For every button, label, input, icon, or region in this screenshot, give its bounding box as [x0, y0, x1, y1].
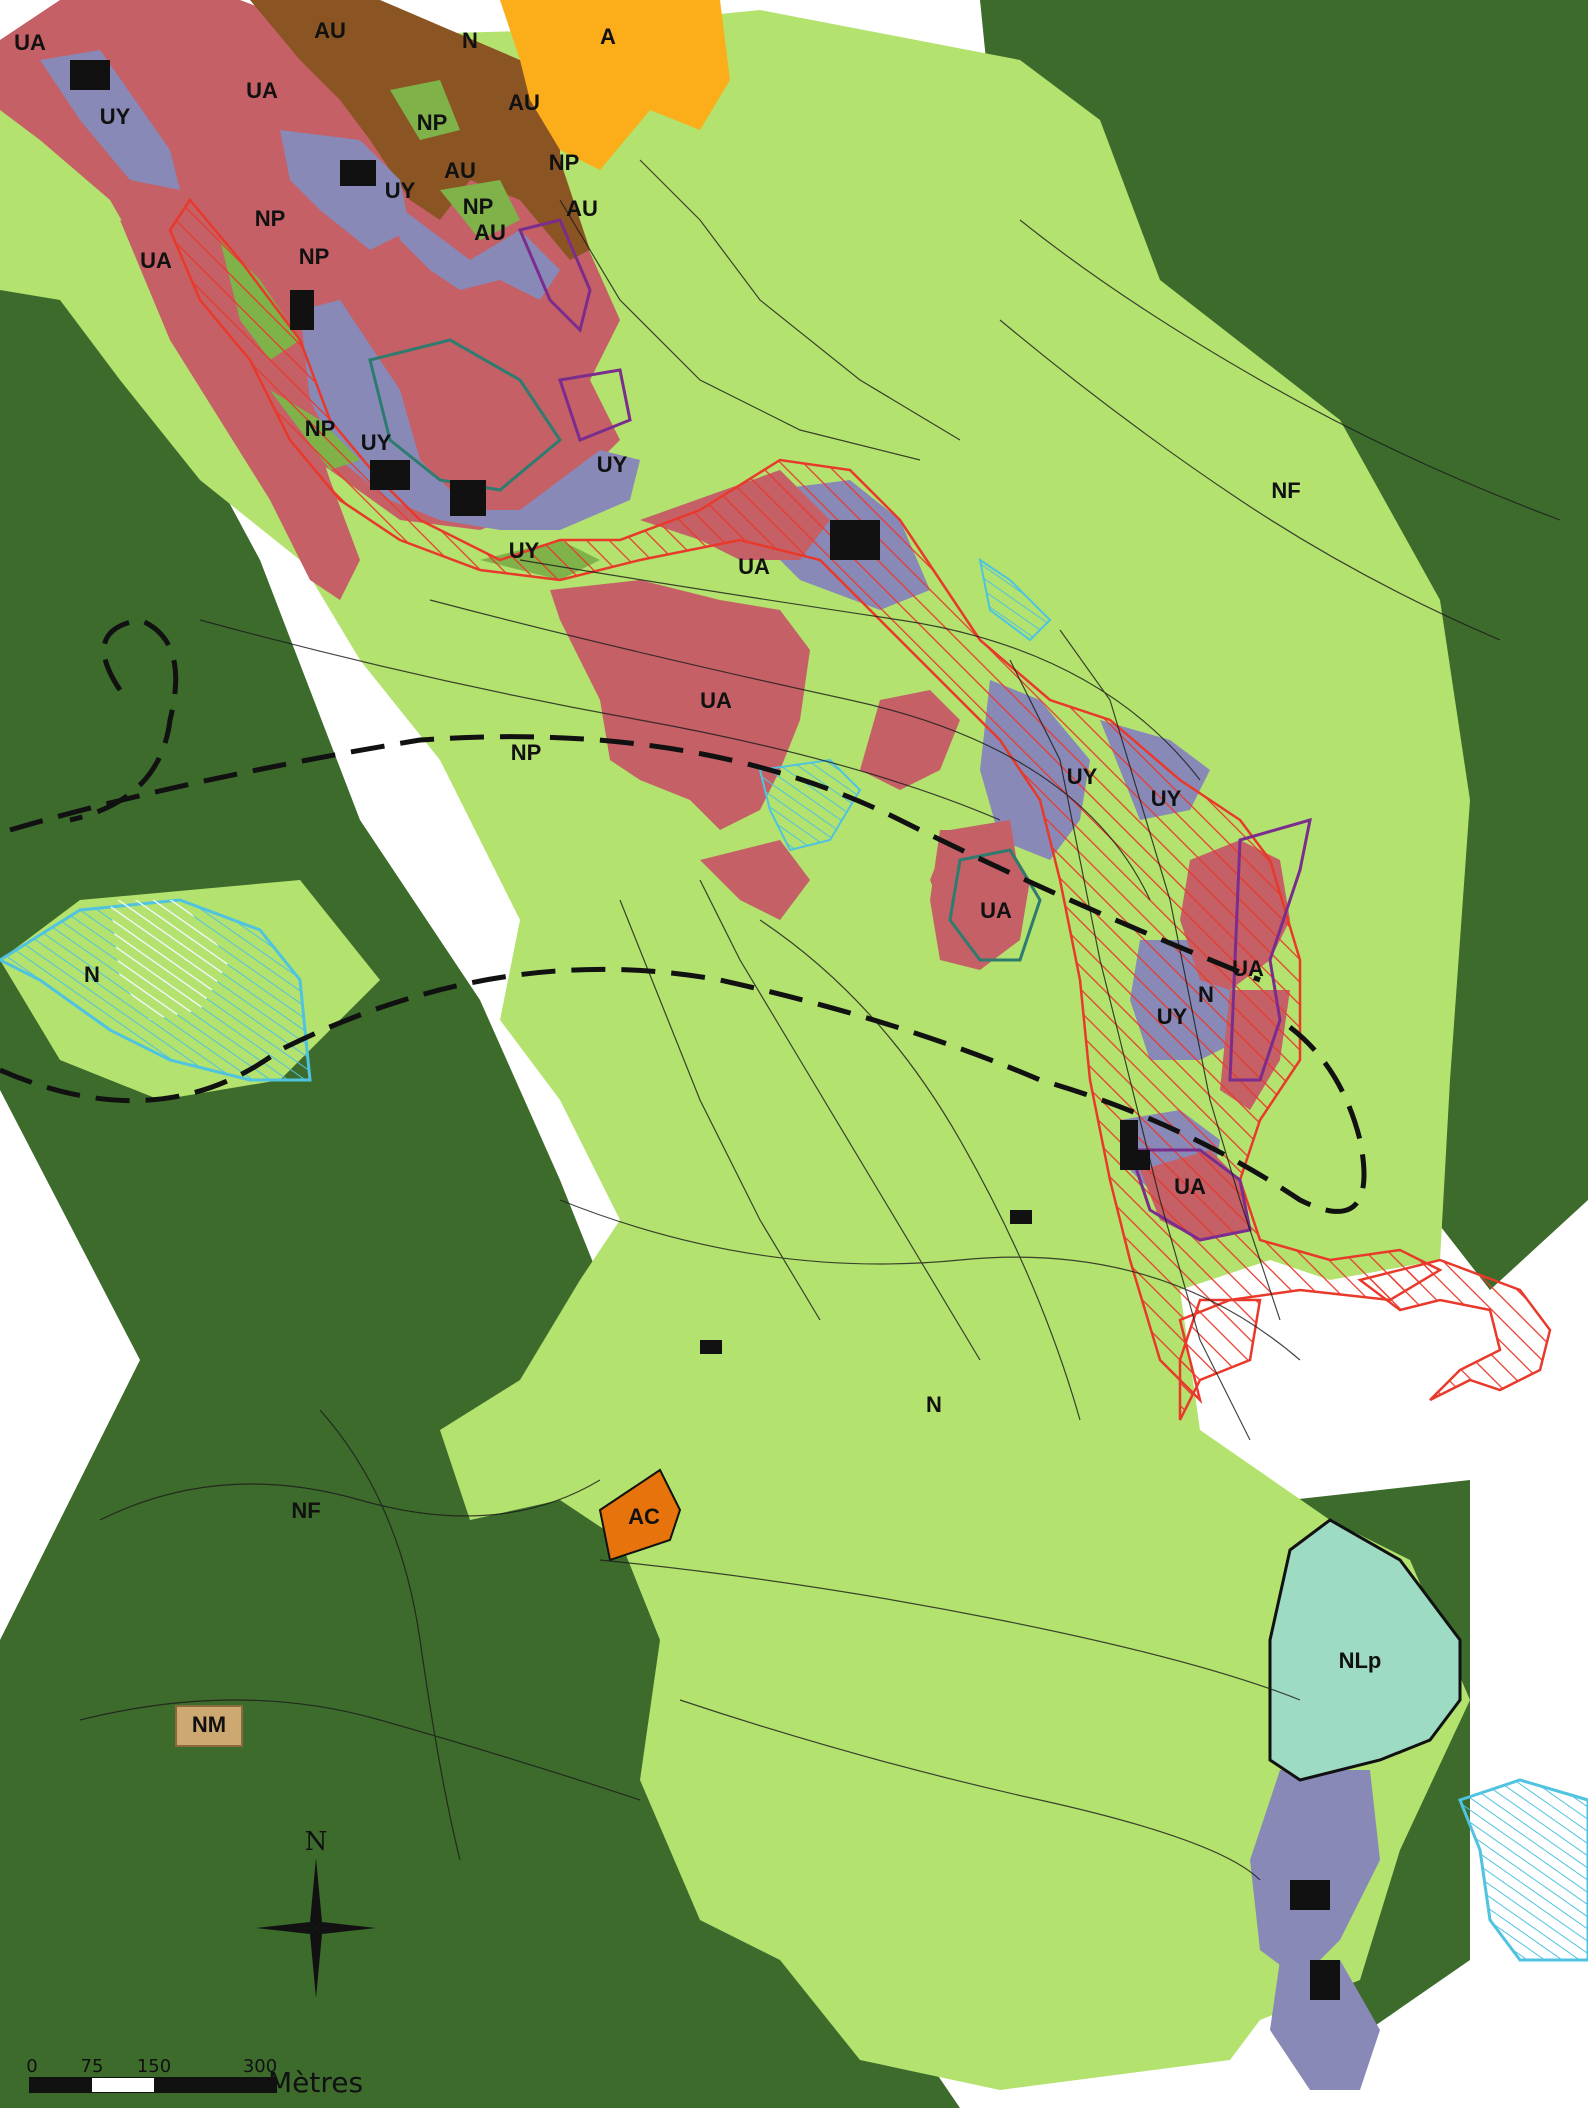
label-nf-south: NF: [291, 1498, 320, 1523]
zone-labels: AU N A UA UY UA AU NP NP AU UY NP AU AU …: [14, 18, 1381, 1737]
label-uy-2: UY: [361, 430, 392, 455]
label-nf-right: NF: [1271, 478, 1300, 503]
north-arrow-letter: N: [305, 1827, 328, 1857]
label-ua-round: UA: [980, 898, 1012, 923]
zone-nlp: [1268, 1518, 1462, 1782]
label-uy-topleft: UY: [100, 104, 131, 129]
label-np-1: NP: [417, 110, 448, 135]
scale-tick-0: 0: [26, 2056, 37, 2077]
label-np-6: NP: [305, 416, 336, 441]
label-au-top: AU: [314, 18, 346, 43]
scale-tick-150: 150: [137, 2056, 171, 2077]
label-uy-6: UY: [1151, 786, 1182, 811]
label-ua-mid: UA: [738, 554, 770, 579]
north-arrow-down: [310, 1928, 322, 1998]
label-ua-east: UA: [1232, 956, 1264, 981]
label-ac: AC: [628, 1504, 660, 1529]
scale-bar: 0 75 150 300 Mètres: [26, 2056, 363, 2099]
dashed-boundary: [0, 617, 1367, 1214]
label-np-4: NP: [255, 206, 286, 231]
label-np-2: NP: [549, 150, 580, 175]
scale-tick-75: 75: [81, 2056, 104, 2077]
label-uy-1: UY: [385, 178, 416, 203]
label-au-2: AU: [444, 158, 476, 183]
label-uy-4: UY: [509, 538, 540, 563]
label-uy-7: UY: [1157, 1004, 1188, 1029]
north-arrow-up: [310, 1858, 322, 1928]
scale-unit: Mètres: [268, 2066, 363, 2099]
zone-a-top: [500, 0, 730, 170]
label-np-7: NP: [511, 740, 542, 765]
north-arrow-left: [256, 1922, 316, 1934]
label-a-top: A: [600, 24, 616, 49]
label-np-3: NP: [463, 194, 494, 219]
label-uy-5: UY: [1067, 764, 1098, 789]
label-au-1: AU: [508, 90, 540, 115]
zone-ac: [598, 1468, 682, 1562]
label-ua-center: UA: [700, 688, 732, 713]
label-n-east: N: [1198, 982, 1214, 1007]
label-n-west: N: [84, 962, 100, 987]
label-np-5: NP: [299, 244, 330, 269]
label-nm: NM: [192, 1712, 226, 1737]
label-ua-left: UA: [140, 248, 172, 273]
label-au-4: AU: [474, 220, 506, 245]
label-ua-top: UA: [246, 78, 278, 103]
label-nlp: NLp: [1339, 1648, 1382, 1673]
label-au-3: AU: [566, 196, 598, 221]
scale-tick-300: 300: [243, 2056, 277, 2077]
north-arrow-right: [316, 1922, 376, 1934]
zone-nm-box: [175, 1705, 243, 1747]
zone-red-hatch: [168, 197, 1552, 1421]
north-arrow: N: [256, 1827, 376, 1998]
zone-cyan-hatch: [0, 557, 1588, 1962]
label-ua-southeast: UA: [1174, 1174, 1206, 1199]
parcel-lines: [79, 159, 1561, 1881]
building-footprints: [70, 60, 1340, 2000]
label-n-south: N: [926, 1392, 942, 1417]
label-ua-topleft: UA: [14, 30, 46, 55]
label-uy-3: UY: [597, 452, 628, 477]
label-n-top: N: [462, 28, 478, 53]
